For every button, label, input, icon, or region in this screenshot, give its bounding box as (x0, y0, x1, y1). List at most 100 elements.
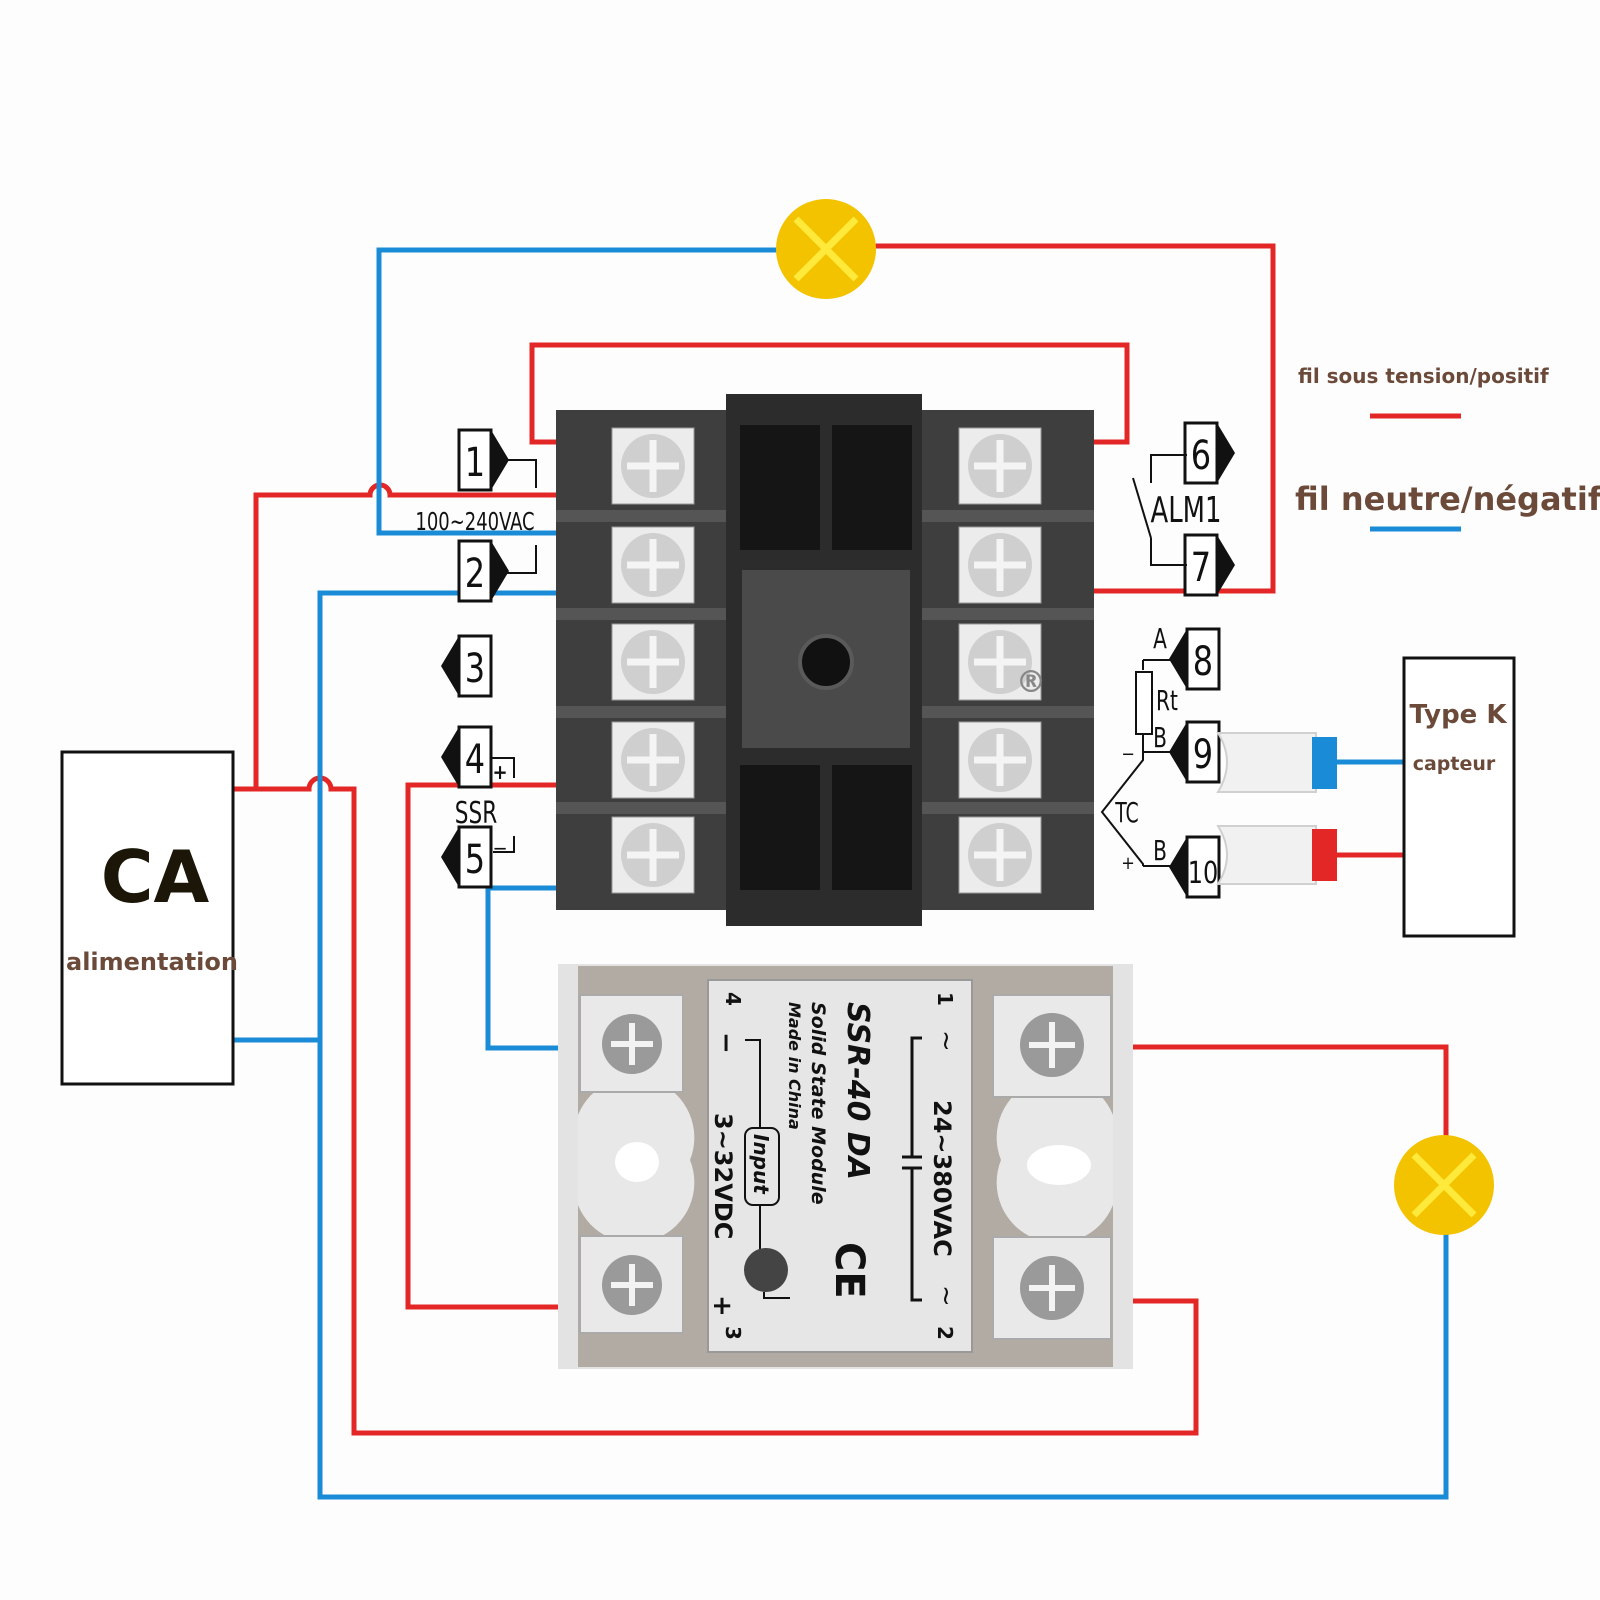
ssr-term2-label: 2 (933, 1326, 957, 1340)
wire-lamp-to-t7 (865, 243, 1276, 594)
neutral-wires (233, 247, 1449, 1500)
ssr-hole-right (1027, 1145, 1091, 1185)
controller-rib (922, 510, 1094, 522)
ssr-origin: Made in China (785, 1002, 804, 1130)
terminal-badge-1: 1 (457, 428, 509, 492)
ssr-tilde-2: ~ (931, 1285, 961, 1307)
registered-mark: ® (1016, 665, 1046, 700)
wire-t5-ssr4 (485, 885, 583, 1051)
ssr-input-plus: + (707, 1295, 737, 1317)
controller-block: ® (556, 394, 1094, 926)
controller-rib (556, 802, 726, 814)
sensor-blue-sleeve (1312, 737, 1337, 789)
controller-rib (556, 510, 726, 522)
controller-screw-right-5 (958, 816, 1042, 894)
controller-rib (922, 802, 1094, 814)
ssr-plus-sign: + (492, 760, 507, 784)
controller-screw-right-3 (958, 623, 1042, 701)
wire-ssr1-lamp (1109, 1044, 1449, 1145)
ssr-output-label: SSR (455, 796, 497, 830)
rtd-label: Rt (1156, 683, 1178, 716)
controller-screw-left-5 (611, 816, 695, 894)
controller-slot (740, 765, 820, 890)
power-box-title: CA (101, 835, 210, 919)
ssr-module: SSR-40 DA Solid State Module Made in Chi… (558, 964, 1133, 1369)
ssr-led (744, 1248, 788, 1292)
controller-rib (922, 706, 1094, 718)
tc-minus-label: − (1121, 744, 1135, 765)
lamp-alarm (776, 199, 876, 299)
controller-slot (832, 425, 912, 550)
lamp-alarm-cross-icon (793, 216, 859, 282)
ssr-output-symbol (902, 1036, 922, 1302)
controller-screw-left-1 (611, 427, 695, 505)
sensor-box-frame (1402, 656, 1516, 938)
controller-slot (740, 425, 820, 550)
ssr-input-symbol (745, 1039, 761, 1250)
lamp-load-cross-icon (1411, 1152, 1477, 1218)
terminal-badge-5: 5 (441, 825, 493, 889)
tc-b-label: B (1153, 833, 1167, 866)
controller-screw-right-2 (958, 526, 1042, 604)
rtd-resistor (1135, 671, 1153, 735)
legend-live-label: fil sous tension/positif (1298, 364, 1549, 388)
tc-plus-label: + (1121, 853, 1135, 874)
power-supply-box: CA alimentation (60, 750, 238, 1086)
controller-ribs (556, 510, 1094, 814)
controller-rib (556, 608, 726, 620)
svg-text:2: 2 (465, 549, 485, 596)
controller-screw-left-3 (611, 623, 695, 701)
terminal-badge-4: 4 (441, 725, 493, 789)
sensor-box-title: Type K (1409, 700, 1507, 730)
wire-ac-neutral (233, 590, 569, 1043)
controller-screw-left-4 (611, 721, 695, 799)
svg-text:3: 3 (465, 644, 485, 691)
legend: fil sous tension/positif fil neutre/néga… (1295, 364, 1600, 532)
ssr-led-lead (763, 1292, 790, 1299)
svg-text:10: 10 (1188, 856, 1219, 890)
svg-text:1: 1 (465, 438, 485, 485)
sensor-connectors (1216, 732, 1337, 885)
supply-schematic: 100~240VAC (415, 459, 537, 574)
ssr-hole-left (615, 1142, 659, 1182)
ce-mark: CE (826, 1242, 872, 1299)
svg-text:4: 4 (465, 735, 485, 782)
svg-text:6: 6 (1191, 431, 1211, 478)
supply-voltage-label: 100~240VAC (415, 508, 534, 537)
ssr-output-range: 24~380VAC (928, 1100, 956, 1257)
legend-neutral-label: fil neutre/négatif (1295, 480, 1600, 518)
ssr-output-schematic: + SSR − (455, 757, 515, 860)
svg-text:8: 8 (1193, 637, 1213, 684)
ssr-terminal-3 (579, 1235, 684, 1334)
alarm-schematic: ALM1 (1132, 454, 1222, 566)
sensor-schematic: A Rt B − TC B + (1100, 621, 1187, 874)
svg-text:7: 7 (1191, 543, 1211, 590)
rtd-a-label: A (1153, 621, 1167, 654)
ssr-terminal-4 (579, 994, 684, 1093)
ssr-terminal-2 (992, 1236, 1112, 1340)
power-box-subtitle: alimentation (66, 948, 238, 976)
ssr-input-range: 3~32VDC (709, 1113, 737, 1239)
controller-rib (922, 608, 1094, 620)
terminal-badge-2: 2 (457, 539, 509, 603)
power-box-frame (60, 750, 235, 1086)
ssr-minus-sign: − (492, 836, 507, 860)
terminal-badge-7: 7 (1183, 533, 1235, 597)
controller-mount-hole (798, 634, 854, 690)
controller-screw-left-2 (611, 526, 695, 604)
rtd-b-label: B (1153, 720, 1167, 753)
svg-text:5: 5 (465, 835, 485, 882)
sensor-red-sleeve (1312, 829, 1337, 881)
ssr-input-box (744, 1127, 780, 1206)
fork-connector-bottom (1216, 825, 1317, 885)
alarm-label: ALM1 (1151, 489, 1222, 531)
sensor-box: Type K capteur (1402, 656, 1516, 938)
terminal-badge-3: 3 (441, 634, 493, 698)
controller-labels-left: 1 2 3 4 5 (441, 428, 509, 889)
ssr-term1-label: 1 (933, 992, 957, 1006)
wire-ac-live-ssr (253, 775, 1199, 1436)
ssr-tilde-1: ~ (931, 1030, 961, 1052)
ssr-model: SSR-40 DA (840, 1002, 875, 1180)
